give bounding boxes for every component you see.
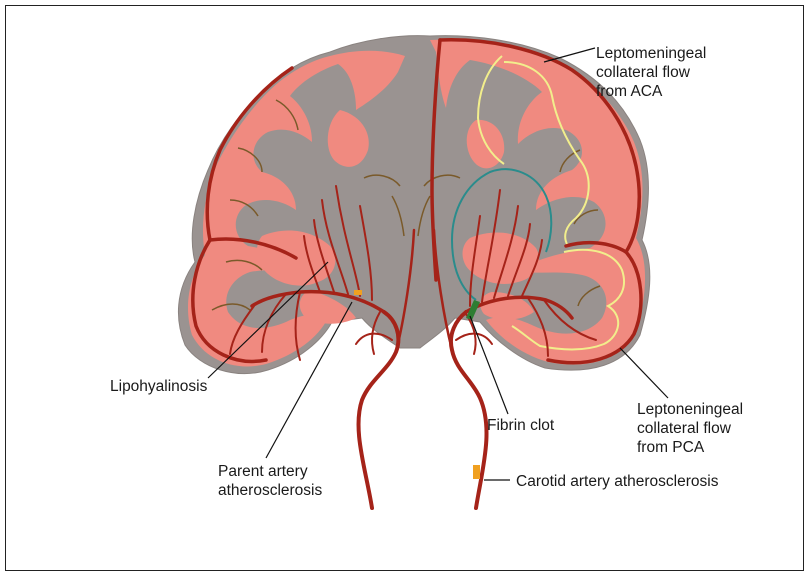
label-parent-artery-1: Parent artery: [218, 463, 308, 480]
carotid-plaque: [473, 465, 480, 479]
label-aca-collateral-1: Leptomeningeal: [596, 45, 706, 62]
label-fibrin-clot: Fibrin clot: [487, 417, 555, 434]
label-aca-collateral-3: from ACA: [596, 83, 663, 100]
label-parent-artery-2: atherosclerosis: [218, 482, 322, 499]
label-pca-collateral-1: Leptoneningeal: [637, 401, 743, 418]
label-pca-collateral-3: from PCA: [637, 439, 705, 456]
label-lipohyalinosis: Lipohyalinosis: [110, 378, 208, 395]
parent-artery-plaque: [354, 290, 362, 295]
label-aca-collateral-2: collateral flow: [596, 64, 691, 81]
label-carotid-atherosclerosis: Carotid artery atherosclerosis: [516, 473, 719, 490]
label-pca-collateral-2: collateral flow: [637, 420, 732, 437]
